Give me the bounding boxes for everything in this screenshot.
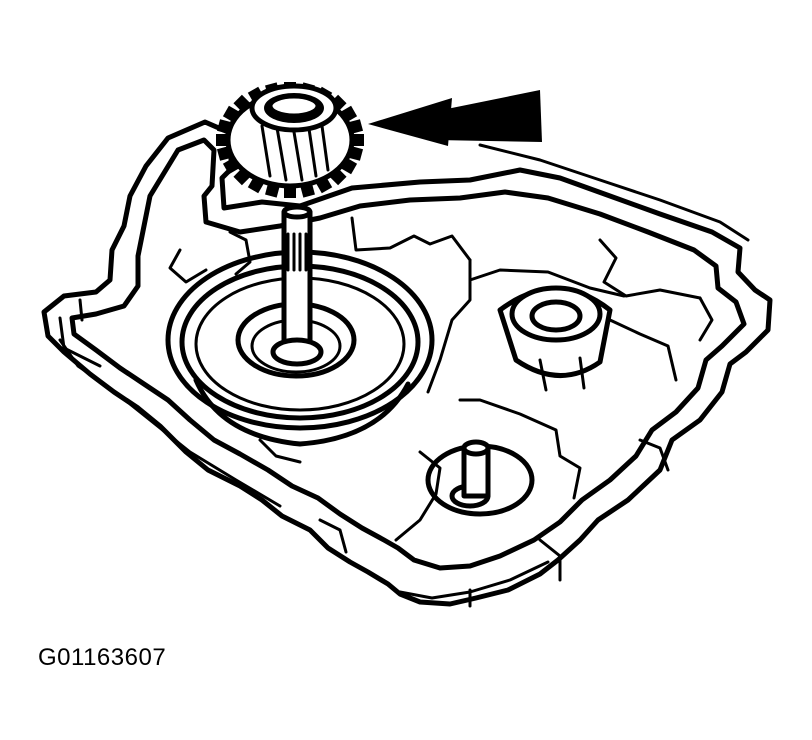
case-housing xyxy=(41,119,773,607)
gear xyxy=(216,82,364,198)
case-flange xyxy=(58,137,750,600)
gear-tooth xyxy=(352,134,364,146)
pointer-arrow xyxy=(368,90,542,146)
input-shaft xyxy=(270,204,324,367)
figure-code: G01163607 xyxy=(38,644,167,671)
gear-tooth xyxy=(284,186,296,198)
conical-boss xyxy=(497,285,613,392)
case-ribs xyxy=(58,216,714,608)
lower-shaft xyxy=(425,439,535,517)
gear-tooth xyxy=(216,134,228,146)
